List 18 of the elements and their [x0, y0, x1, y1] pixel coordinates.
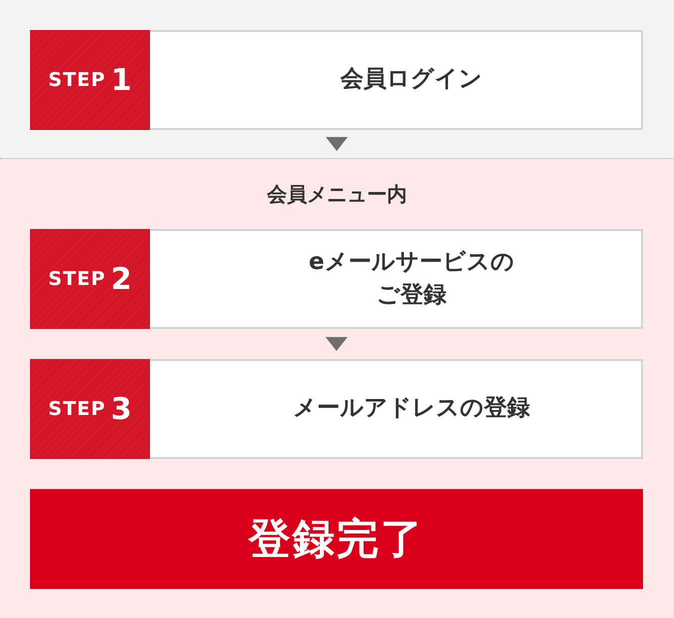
step-number: 3 — [110, 392, 132, 426]
step-title: 会員ログイン — [340, 65, 482, 94]
section-heading: 会員メニュー内 — [267, 182, 407, 206]
band — [0, 158, 674, 618]
step-number: 2 — [110, 262, 132, 296]
step-label: STEP — [48, 69, 106, 91]
arrow — [326, 137, 348, 151]
completion-text: 登録完了 — [248, 513, 424, 565]
step-title: eメールサービスのご登録 — [308, 248, 516, 310]
step-number: 1 — [110, 62, 132, 98]
step-label: STEP — [48, 268, 106, 290]
step-box — [30, 229, 643, 329]
arrow — [326, 337, 348, 351]
step-label: STEP — [48, 398, 106, 420]
completion-box — [30, 489, 643, 589]
step-box — [30, 359, 643, 459]
step-box — [30, 30, 643, 130]
step-title: メールアドレスの登録 — [293, 394, 530, 424]
